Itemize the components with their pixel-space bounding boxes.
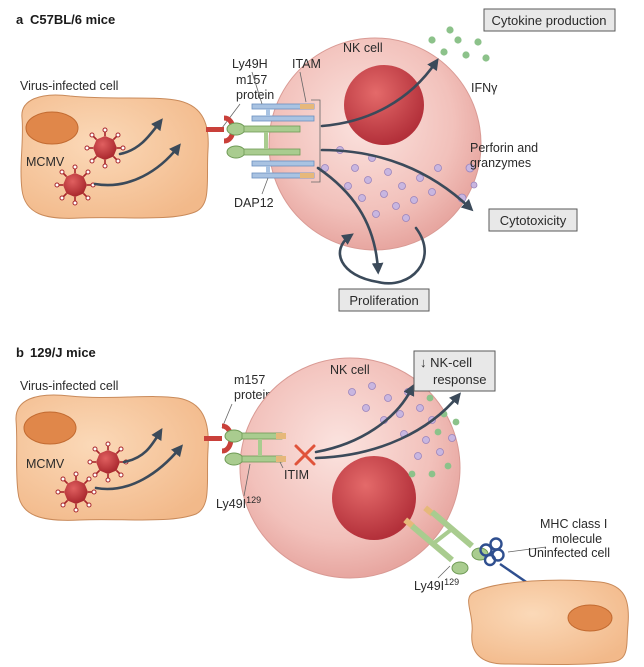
cytokine-production-label: Cytokine production (492, 13, 607, 28)
nk-cell-response-line2: response (433, 372, 486, 387)
ly49h-label: Ly49H (232, 57, 268, 71)
m157-label-a-line1: m157 (236, 73, 267, 87)
mcmv-virus-icon (84, 127, 126, 169)
mcmv-label-a: MCMV (26, 155, 65, 169)
uninfected-cell (468, 579, 629, 665)
mhc-label-line2: molecule (552, 532, 602, 546)
m157-label-b-line2: protein (234, 388, 272, 402)
blocked-arrow-1 (314, 383, 415, 454)
nk-cell-response-box (413, 350, 496, 392)
ly49i-label-right-main: Ly49I (414, 579, 444, 593)
panel-b-letter: b (16, 345, 24, 360)
ly49h-pointer (251, 71, 263, 105)
cytotoxicity-box (488, 208, 578, 232)
dap12-adaptor (251, 103, 315, 179)
cytotoxicity-arrow (320, 148, 474, 212)
panel-b-title: 129/J mice (30, 345, 96, 360)
virus-infected-cell-label-a: Virus-infected cell (20, 79, 118, 93)
nk-cell-label-a: NK cell (343, 41, 383, 55)
itam-pointer (299, 71, 307, 103)
proliferation-label: Proliferation (349, 293, 418, 308)
infected-cell-nucleus-b (23, 411, 77, 445)
inhibition-cross-icon (294, 444, 316, 466)
ly49i-pointer-left (243, 463, 251, 497)
infected-cell-nucleus-a (25, 111, 79, 145)
nk-cell-nucleus-b (332, 456, 416, 540)
itim-label: ITIM (284, 468, 309, 482)
itam-bracket (311, 99, 321, 183)
uninfected-cell-label: Uninfected cell (528, 546, 610, 560)
cytokine-arrow (320, 58, 439, 128)
cytotoxicity-label: Cytotoxicity (500, 213, 567, 228)
perforin-label-line1: Perforin and (470, 141, 538, 155)
m157-pointer-a (221, 103, 241, 129)
ly49i-receptor-right (403, 505, 489, 575)
perforin-label-line2: granzymes (470, 156, 531, 170)
panel-a-letter: a (16, 12, 24, 27)
m157-label-b-line1: m157 (234, 373, 265, 387)
ly49i-label-left: Ly49I129 (216, 495, 261, 511)
itam-label: ITAM (292, 57, 321, 71)
ly49i-label-right-sup: 129 (444, 577, 459, 587)
ly49i-label-left-main: Ly49I (216, 497, 246, 511)
mhc-label-line1: MHC class I (540, 517, 607, 531)
ly49i-receptor-left (224, 429, 286, 466)
uninfected-cell-nucleus (567, 604, 613, 632)
virus-to-m157-arrow-b (94, 444, 183, 491)
cytokine-production-box (483, 8, 616, 32)
mhc-class-i-molecule-icon (479, 537, 533, 587)
virus-to-m157-arrow-a (93, 143, 181, 187)
ifn-gamma-cytokines (428, 26, 490, 62)
m157-label-a-line2: protein (236, 88, 274, 102)
mcmv-label-b: MCMV (26, 457, 65, 471)
mcmv-virus-icon (87, 441, 129, 483)
ly49h-receptor (226, 122, 301, 159)
proliferation-arrow (316, 166, 384, 275)
ly49i-label-left-sup: 129 (246, 495, 261, 505)
proliferation-cycle-arrow (338, 226, 426, 285)
ly49i-label-right: Ly49I129 (414, 577, 459, 593)
panel-a-title: C57BL/6 mice (30, 12, 115, 27)
proliferation-box (338, 288, 430, 312)
ly49i-pointer-right (437, 565, 451, 579)
dap12-pointer (261, 177, 269, 195)
dap12-label: DAP12 (234, 196, 274, 210)
virus-infected-cell-label-b: Virus-infected cell (20, 379, 118, 393)
nk-cell-response-line1: ↓ NK-cell (420, 355, 472, 370)
blocked-arrow-2 (314, 392, 461, 460)
itim-pointer (279, 461, 284, 469)
mcmv-virus-icon (55, 471, 97, 513)
virus-entry-arrow-a (118, 118, 163, 156)
perforin-granzyme-granules-a (321, 146, 442, 222)
nk-cell-nucleus-a (344, 65, 424, 145)
mhc-pointer (507, 546, 547, 553)
nk-cell-label-b: NK cell (330, 363, 370, 377)
ifn-gamma-label: IFNγ (471, 81, 498, 95)
virus-entry-arrow-b (122, 428, 163, 464)
mcmv-virus-icon (54, 164, 96, 206)
cytokines-b (408, 394, 460, 478)
